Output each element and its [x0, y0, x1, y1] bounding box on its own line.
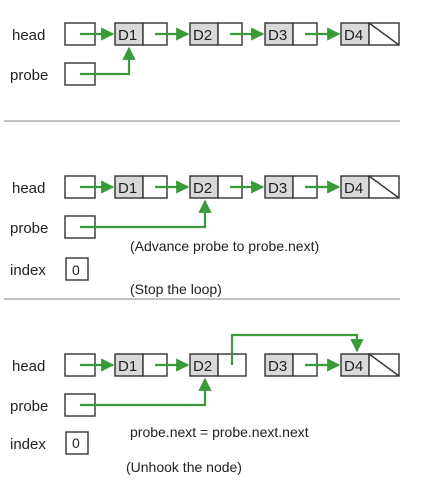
index-label: index [10, 436, 46, 453]
node-d1-label: D1 [118, 180, 137, 197]
node-d4-label: D4 [344, 27, 363, 44]
node-d2-label: D2 [193, 358, 212, 375]
panel-2: head D1 D2 D3 D4 probe (Advance probe to… [10, 175, 400, 297]
index-label: index [10, 262, 46, 279]
node-d1-label: D1 [118, 27, 137, 44]
step-caption-2: (Stop the loop) [130, 281, 222, 297]
null-slash [368, 175, 400, 199]
index-box [65, 431, 89, 455]
panel-3: head D1 D2 D3 D4 probe probe.next = prob… [10, 333, 400, 475]
node-d3-label: D3 [268, 358, 287, 375]
probe-label: probe [10, 398, 48, 415]
null-slash [368, 22, 400, 46]
node-d2-label: D2 [193, 27, 212, 44]
head-label: head [12, 358, 45, 375]
step-caption: (Advance probe to probe.next) [130, 238, 319, 254]
index-value: 0 [72, 435, 80, 451]
head-label: head [12, 27, 45, 44]
head-label: head [12, 180, 45, 197]
step-caption: probe.next = probe.next.next [130, 424, 309, 440]
index-box [65, 257, 89, 281]
node-d4-label: D4 [344, 180, 363, 197]
node-d1-label: D1 [118, 358, 137, 375]
node-d3-label: D3 [268, 27, 287, 44]
probe-label: probe [10, 220, 48, 237]
node-d4-label: D4 [344, 358, 363, 375]
node-d3-label: D3 [268, 180, 287, 197]
probe-link-arrow [80, 199, 212, 229]
d2-d4-bypass-arrow [230, 333, 364, 365]
panel-1: head D1 D2 D3 D4 probe [10, 22, 400, 86]
node-d2-label: D2 [193, 180, 212, 197]
probe-link-arrow [80, 46, 136, 76]
probe-link-arrow [80, 377, 212, 407]
step-caption-2: (Unhook the node) [126, 459, 242, 475]
probe-label: probe [10, 67, 48, 84]
index-value: 0 [72, 262, 80, 278]
null-slash [368, 353, 400, 377]
